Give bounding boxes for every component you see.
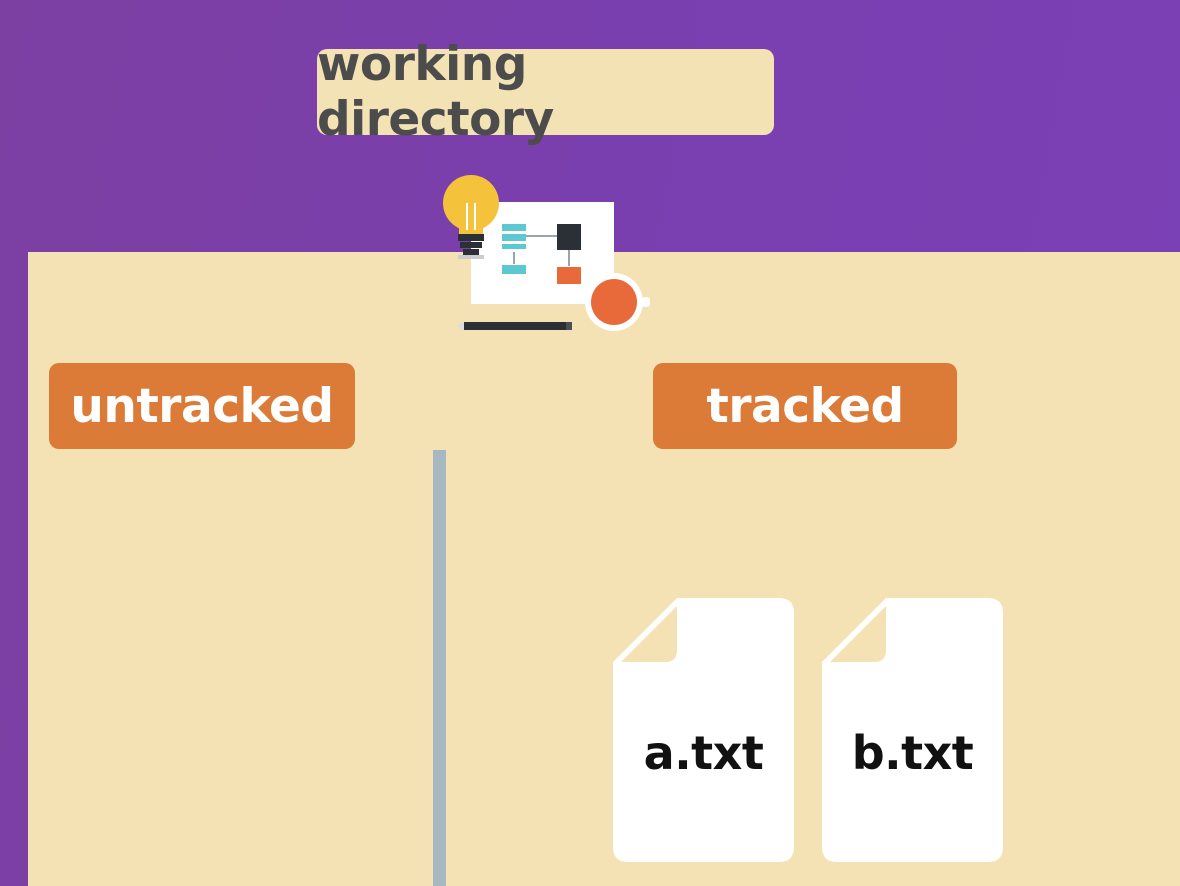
file-icon bbox=[613, 598, 794, 862]
lightbulb-icon bbox=[443, 175, 499, 259]
file-a: a.txt bbox=[613, 598, 794, 862]
flowchart-icon bbox=[471, 202, 614, 304]
pencil-icon bbox=[456, 322, 572, 330]
coffee-cup-icon bbox=[585, 273, 650, 331]
content-panel bbox=[28, 252, 1180, 886]
workspace-illustration bbox=[438, 170, 658, 340]
page-title-text: working directory bbox=[317, 37, 554, 147]
section-divider bbox=[433, 450, 446, 886]
file-name: b.txt bbox=[851, 726, 974, 780]
page-title: working directory bbox=[317, 37, 774, 147]
untracked-label: untracked bbox=[49, 363, 355, 449]
file-b: b.txt bbox=[822, 598, 1003, 862]
file-name: a.txt bbox=[643, 726, 764, 780]
file-icon bbox=[822, 598, 1003, 862]
untracked-label-text: untracked bbox=[70, 378, 334, 434]
tracked-label-text: tracked bbox=[706, 378, 904, 434]
tracked-label: tracked bbox=[653, 363, 957, 449]
